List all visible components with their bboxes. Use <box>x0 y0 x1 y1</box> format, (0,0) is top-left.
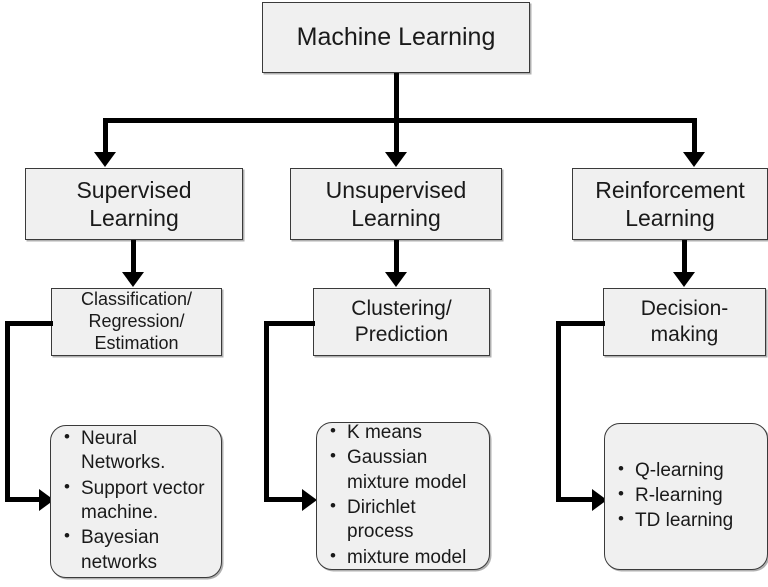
node-supervised-learning: Supervised Learning <box>25 168 243 240</box>
node-decision-making: Decision- making <box>603 288 766 356</box>
connector-elbow-unsupervised-vertical <box>264 321 269 502</box>
node-reinforcement-learning: Reinforcement Learning <box>572 168 768 240</box>
node-clustering-label: Clustering/ Prediction <box>351 297 452 346</box>
list-item: Dirichlet process <box>330 495 481 545</box>
connector-root-stem <box>394 73 399 122</box>
node-machine-learning: Machine Learning <box>262 2 530 73</box>
connector-stem-clustering <box>394 240 399 273</box>
unsupervised-methods-list: K meansGaussian mixture modelDirichlet p… <box>317 420 489 571</box>
arrowhead-down-supervised-icon <box>94 152 116 167</box>
connector-elbow-unsupervised-bottom <box>264 497 306 502</box>
arrowhead-down-reinforcement-icon <box>683 152 705 167</box>
connector-elbow-reinforcement-bottom <box>556 497 596 502</box>
connector-horizontal-bus <box>103 118 697 123</box>
node-classification-regression-estimation: Classification/ Regression/ Estimation <box>51 288 222 356</box>
node-unsupervised-learning: Unsupervised Learning <box>290 168 502 240</box>
card-reinforcement-methods: Q-learningR-learningTD learning <box>604 423 768 570</box>
arrowhead-down-decision-icon <box>673 272 695 287</box>
connector-stem-decision <box>682 240 687 273</box>
card-unsupervised-methods: K meansGaussian mixture modelDirichlet p… <box>316 420 490 571</box>
node-classification-label: Classification/ Regression/ Estimation <box>80 289 193 353</box>
connector-stem-classification <box>131 240 136 273</box>
list-item: TD learning <box>618 508 759 533</box>
connector-elbow-reinforcement-vertical <box>556 321 561 502</box>
arrowhead-right-reinforcement-methods-icon <box>592 489 607 511</box>
list-item: Bayesian networks <box>64 525 213 575</box>
node-unsupervised-learning-label: Unsupervised Learning <box>325 176 467 231</box>
node-supervised-learning-label: Supervised Learning <box>76 176 192 231</box>
connector-elbow-supervised-bottom <box>5 497 43 502</box>
connector-drop-unsupervised <box>394 118 399 153</box>
node-clustering-prediction: Clustering/ Prediction <box>313 288 490 356</box>
list-item: Neural Networks. <box>64 426 213 476</box>
list-item: R-learning <box>618 483 759 508</box>
node-reinforcement-learning-label: Reinforcement Learning <box>595 176 745 231</box>
node-machine-learning-label: Machine Learning <box>296 23 496 52</box>
list-item: Q-learning <box>618 458 759 483</box>
arrowhead-right-unsupervised-methods-icon <box>302 489 317 511</box>
connector-elbow-unsupervised-top <box>264 321 315 326</box>
connector-drop-supervised <box>103 118 108 153</box>
list-item: K means <box>330 420 481 445</box>
arrowhead-down-classification-icon <box>122 272 144 287</box>
reinforcement-methods-list: Q-learningR-learningTD learning <box>605 458 767 535</box>
connector-elbow-supervised-vertical <box>5 321 10 502</box>
list-item: mixture model <box>330 545 481 570</box>
connector-elbow-reinforcement-top <box>556 321 605 326</box>
supervised-methods-list: Neural Networks.Support vector machine.B… <box>51 426 221 576</box>
arrowhead-down-clustering-icon <box>385 272 407 287</box>
connector-drop-reinforcement <box>692 118 697 153</box>
node-decision-label: Decision- making <box>640 297 729 346</box>
list-item: Support vector machine. <box>64 476 213 526</box>
list-item: Gaussian mixture model <box>330 445 481 495</box>
arrowhead-down-unsupervised-icon <box>385 152 407 167</box>
connector-elbow-supervised-top <box>5 321 53 326</box>
card-supervised-methods: Neural Networks.Support vector machine.B… <box>50 425 222 578</box>
